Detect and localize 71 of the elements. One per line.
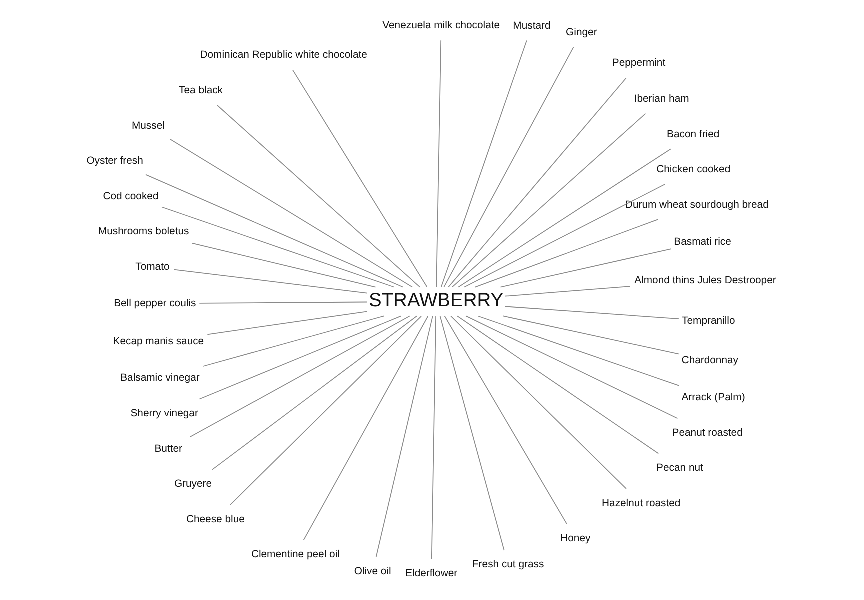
node-text: Basmati rice bbox=[674, 236, 731, 248]
connector bbox=[161, 206, 394, 288]
node-text: Tomato bbox=[135, 262, 170, 273]
node-text: Gruyere bbox=[174, 479, 212, 490]
connector bbox=[174, 269, 368, 294]
node-text: Bacon fried bbox=[666, 129, 720, 140]
connector bbox=[504, 286, 630, 297]
node-text: Iberian ham bbox=[634, 94, 689, 106]
connector bbox=[430, 316, 436, 560]
connector bbox=[189, 316, 410, 438]
connector bbox=[436, 40, 442, 288]
node-text: Venezuela milk chocolate bbox=[382, 20, 500, 32]
connector bbox=[456, 316, 659, 454]
connector bbox=[202, 316, 384, 367]
node-text: Mustard bbox=[512, 20, 550, 32]
connector bbox=[502, 316, 679, 355]
node-text: Mushrooms boletus bbox=[98, 226, 189, 238]
connector bbox=[465, 316, 678, 420]
connector bbox=[444, 316, 568, 525]
node-text: Chicken cooked bbox=[656, 164, 730, 176]
node-text: Arrack (Palm) bbox=[681, 392, 745, 404]
connector bbox=[302, 316, 428, 541]
node-text: Oyster fresh bbox=[86, 156, 143, 168]
node-text: Fresh cut grass bbox=[472, 560, 544, 571]
connector bbox=[458, 148, 671, 288]
connector bbox=[144, 174, 404, 288]
node-text: Hazelnut roasted bbox=[602, 498, 680, 510]
node-text: Balsamic vinegar bbox=[120, 373, 200, 384]
node-text: Olive oil bbox=[354, 566, 391, 578]
connector bbox=[504, 306, 680, 320]
connector bbox=[448, 78, 626, 288]
node-text: Kecap manis sauce bbox=[112, 336, 204, 348]
node-text: Bell pepper coulis bbox=[114, 298, 196, 310]
node-text: Chardonnay bbox=[681, 356, 738, 367]
connector bbox=[464, 184, 666, 288]
connector bbox=[500, 248, 672, 288]
connector bbox=[169, 138, 412, 288]
connector bbox=[474, 219, 658, 288]
connector bbox=[206, 311, 368, 336]
node-text: Elderflower bbox=[405, 568, 458, 580]
connector bbox=[192, 243, 376, 288]
node-text: Tea black bbox=[178, 85, 223, 96]
connector bbox=[450, 316, 626, 490]
node-text: Butter bbox=[154, 444, 182, 455]
node-text: Pecan nut bbox=[656, 463, 703, 474]
connector bbox=[212, 316, 417, 470]
node-text: Cheese blue bbox=[186, 514, 244, 526]
node-text: Mussel bbox=[131, 120, 164, 132]
node-text: Durum wheat sourdough bread bbox=[624, 200, 768, 211]
connector bbox=[440, 40, 527, 288]
connector bbox=[230, 316, 422, 506]
connector bbox=[452, 113, 646, 288]
node-text: Honey bbox=[560, 534, 590, 545]
node-text: Tempranillo bbox=[682, 316, 735, 327]
node-text: Peppermint bbox=[612, 58, 666, 70]
connector bbox=[198, 302, 368, 304]
node-text: Clementine peel oil bbox=[250, 550, 340, 561]
connector bbox=[216, 104, 420, 288]
connector bbox=[477, 316, 679, 386]
connector bbox=[439, 316, 504, 551]
connector bbox=[198, 316, 401, 400]
node-text: STRAWBERRY bbox=[368, 290, 504, 312]
node-text: Almond thins Jules Destrooper bbox=[634, 275, 776, 286]
node-text: Peanut roasted bbox=[672, 428, 742, 439]
node-text: Dominican Republic white chocolate bbox=[200, 50, 367, 62]
node-text: Cod cooked bbox=[102, 191, 158, 202]
connector bbox=[292, 70, 428, 288]
connector bbox=[443, 46, 574, 288]
node-text: Sherry vinegar bbox=[130, 408, 198, 420]
node-text: Ginger bbox=[566, 27, 597, 38]
connector bbox=[375, 316, 433, 558]
